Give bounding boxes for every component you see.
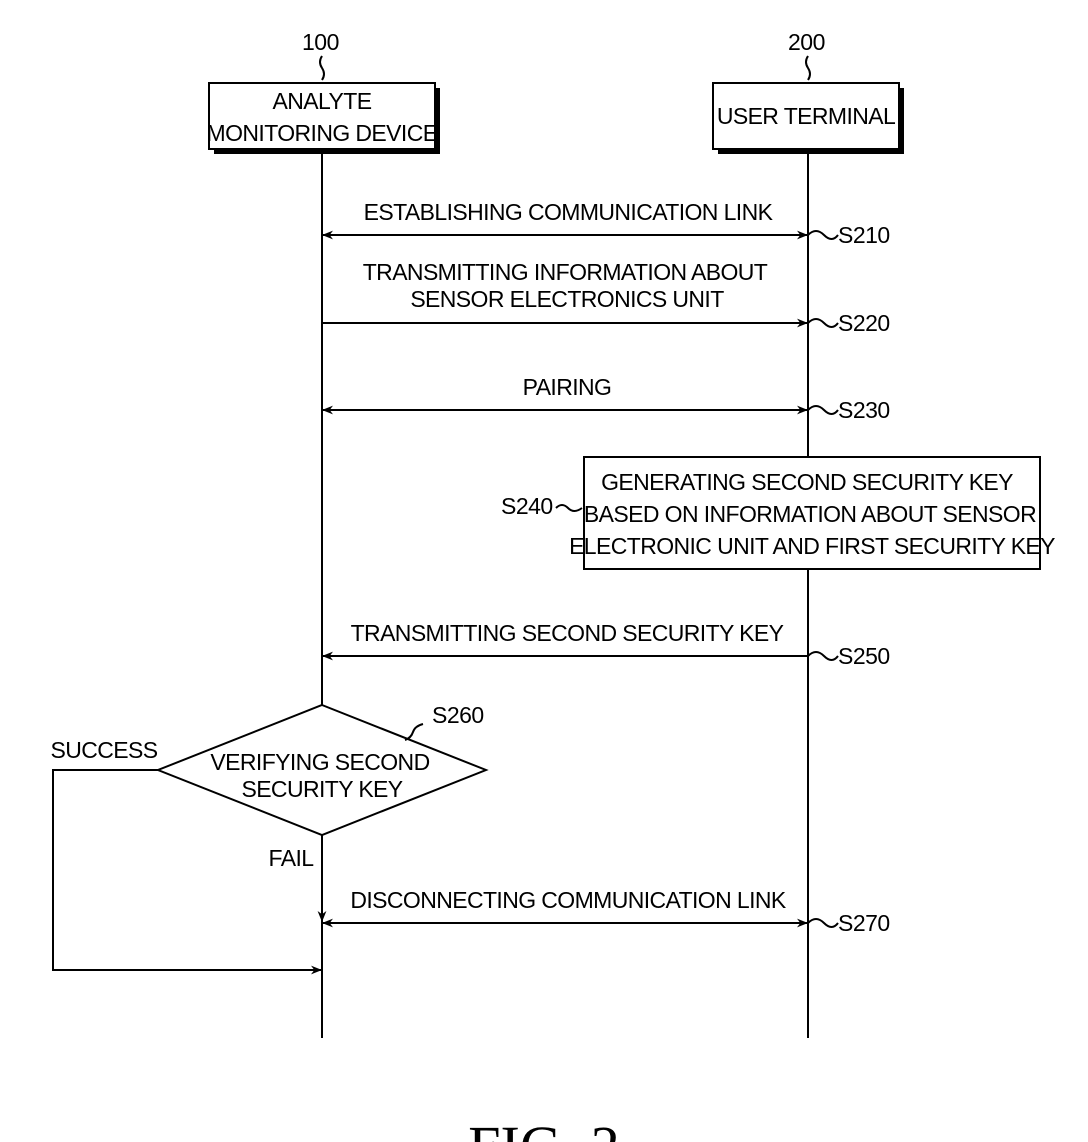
step-s250: TRANSMITTING SECOND SECURITY KEY S250 bbox=[322, 620, 890, 669]
decision-label: SECURITY KEY bbox=[241, 776, 402, 802]
participant-ref-label: 200 bbox=[788, 29, 825, 55]
step-label: TRANSMITTING INFORMATION ABOUT bbox=[363, 259, 768, 285]
step-s230: PAIRING S230 bbox=[322, 374, 890, 423]
step-leader bbox=[808, 231, 838, 239]
step-id: S270 bbox=[838, 910, 890, 936]
step-label: PAIRING bbox=[523, 374, 612, 400]
participant-label: ANALYTE bbox=[273, 88, 372, 114]
process-label: GENERATING SECOND SECURITY KEY bbox=[601, 469, 1013, 495]
step-s270: DISCONNECTING COMMUNICATION LINK S270 bbox=[322, 887, 890, 936]
step-id: S230 bbox=[838, 397, 890, 423]
step-id: S260 bbox=[432, 702, 484, 728]
step-id: S220 bbox=[838, 310, 890, 336]
step-id: S210 bbox=[838, 222, 890, 248]
step-label: ESTABLISHING COMMUNICATION LINK bbox=[364, 199, 774, 225]
step-s240: GENERATING SECOND SECURITY KEY BASED ON … bbox=[501, 457, 1055, 569]
step-leader bbox=[808, 319, 838, 327]
step-id: S250 bbox=[838, 643, 890, 669]
step-leader bbox=[808, 919, 838, 927]
ref-leader-line bbox=[320, 56, 324, 80]
success-label: SUCCESS bbox=[51, 737, 158, 763]
process-label: ELECTRONIC UNIT AND FIRST SECURITY KEY bbox=[569, 533, 1055, 559]
step-s220: TRANSMITTING INFORMATION ABOUT SENSOR EL… bbox=[322, 259, 890, 336]
step-leader bbox=[556, 505, 582, 511]
participant-label: MONITORING DEVICE bbox=[207, 120, 438, 146]
figure-label: FIG. 2 bbox=[468, 1114, 619, 1142]
participant-ref-label: 100 bbox=[302, 29, 339, 55]
step-label: TRANSMITTING SECOND SECURITY KEY bbox=[351, 620, 784, 646]
step-leader bbox=[808, 406, 838, 414]
step-leader bbox=[808, 652, 838, 660]
step-label: DISCONNECTING COMMUNICATION LINK bbox=[350, 887, 787, 913]
step-s210: ESTABLISHING COMMUNICATION LINK S210 bbox=[322, 199, 890, 248]
ref-leader-line bbox=[806, 56, 810, 80]
participant-label: USER TERMINAL bbox=[717, 103, 896, 129]
fail-label: FAIL bbox=[269, 845, 315, 871]
process-label: BASED ON INFORMATION ABOUT SENSOR bbox=[584, 501, 1036, 527]
decision-label: VERIFYING SECOND bbox=[210, 749, 429, 775]
step-s260: VERIFYING SECOND SECURITY KEY S260 SUCCE… bbox=[51, 702, 487, 970]
step-leader bbox=[405, 724, 423, 740]
step-id: S240 bbox=[501, 493, 553, 519]
step-label: SENSOR ELECTRONICS UNIT bbox=[410, 286, 724, 312]
